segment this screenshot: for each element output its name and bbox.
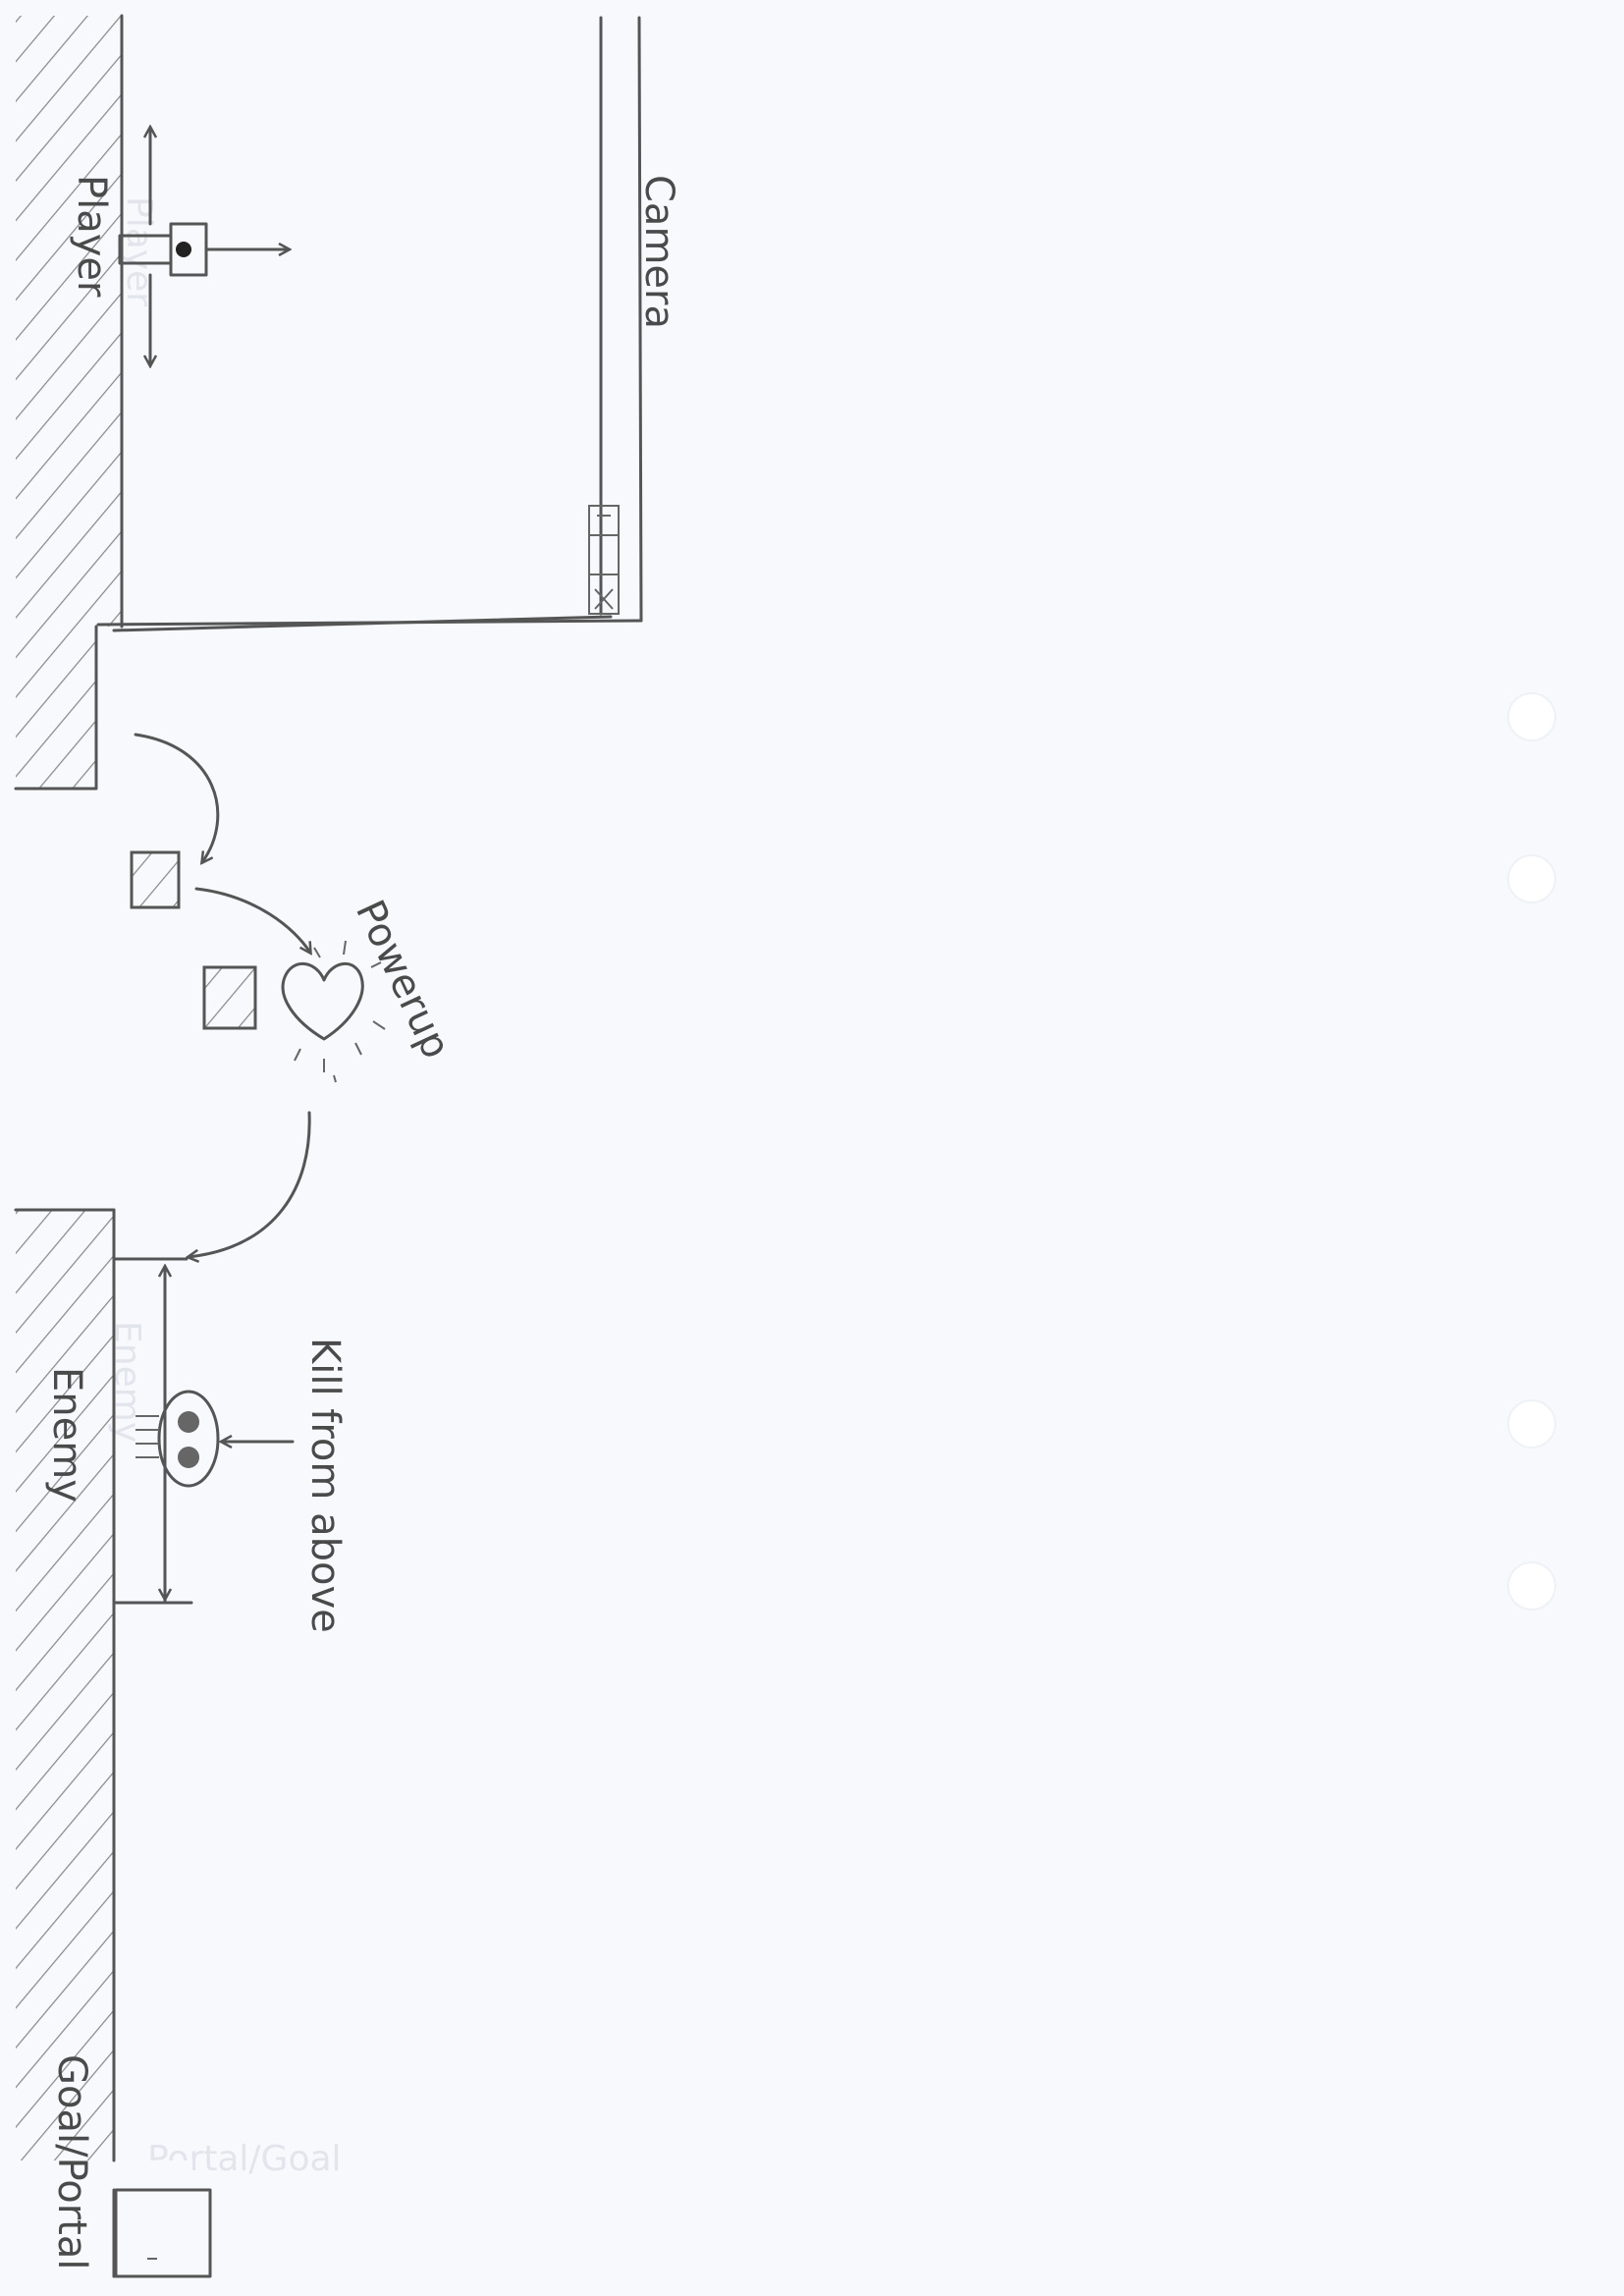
- window-controls-icon: [589, 506, 619, 614]
- binder-hole: [1508, 1400, 1555, 1448]
- label-player: Player: [69, 175, 114, 298]
- platform-2: [204, 967, 255, 1028]
- binder-holes: [1508, 693, 1555, 1610]
- powerup: [283, 941, 385, 1082]
- ground-upper: [16, 16, 122, 789]
- platform-1: [132, 852, 179, 907]
- camera-frame: [98, 18, 641, 630]
- floating-platforms: [132, 852, 255, 1028]
- label-kill-from-above: Kill from above: [302, 1338, 348, 1633]
- svg-text:Player: Player: [119, 196, 159, 306]
- enemy: [116, 1259, 293, 1603]
- binder-hole: [1508, 1562, 1555, 1610]
- label-enemy: Enemy: [44, 1367, 89, 1503]
- label-goal-portal: Goal/Portal: [49, 2054, 94, 2270]
- binder-hole: [1508, 693, 1555, 740]
- ghost-marks: Player Enemy Portal/Goal: [107, 196, 342, 2179]
- heart-icon: [283, 963, 362, 1039]
- binder-hole: [1508, 855, 1555, 902]
- label-camera: Camera: [636, 175, 681, 329]
